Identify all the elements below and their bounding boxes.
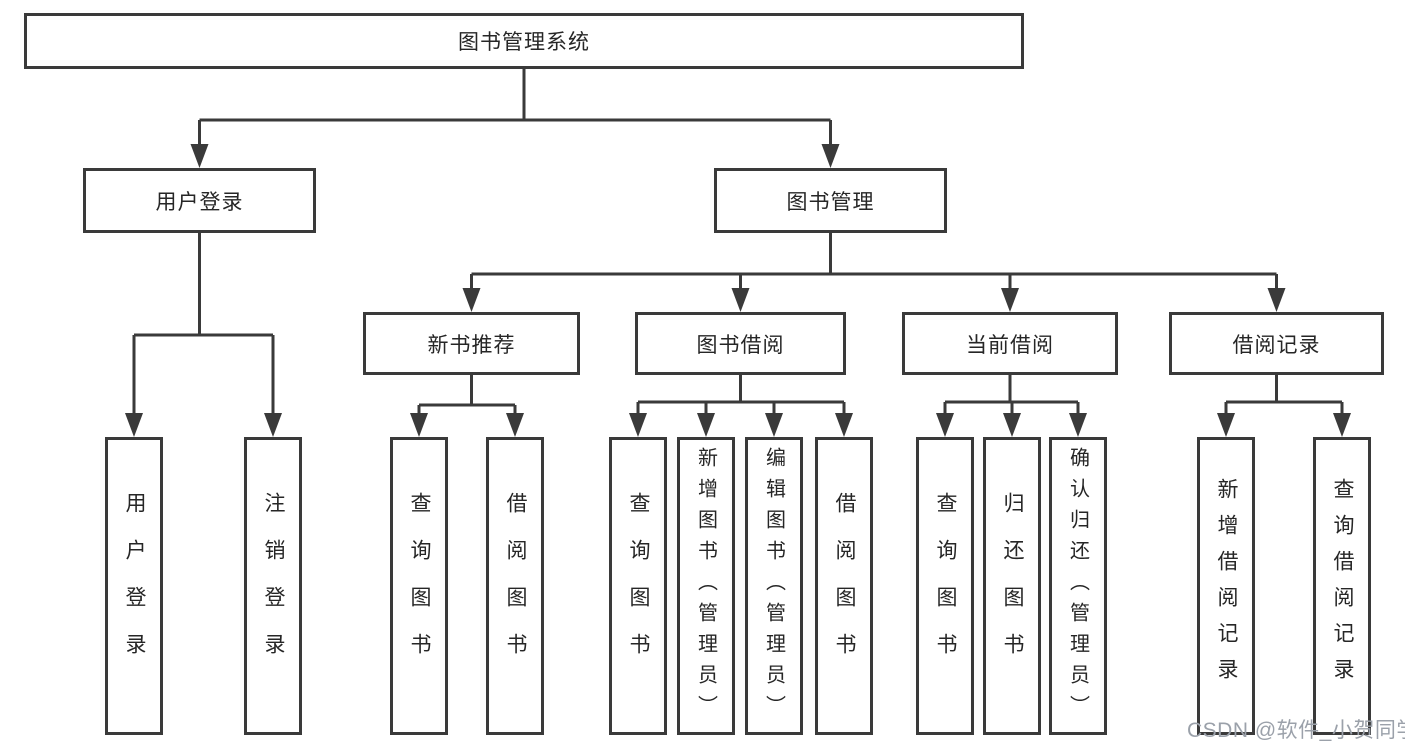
node-query-books-borrowing: 查询图书 — [609, 437, 667, 735]
node-label: 用户登录 — [155, 190, 244, 214]
node-edit-book-admin: 编辑图书（管理员） — [745, 437, 803, 735]
node-label: 借阅图书 — [504, 492, 527, 680]
node-borrow-books-borrowing: 借阅图书 — [815, 437, 873, 735]
node-borrow-books-recommend: 借阅图书 — [486, 437, 544, 735]
csdn-watermark: CSDN @软件_小贺同学 — [1187, 719, 1405, 742]
node-label: 新书推荐 — [427, 333, 516, 357]
node-add-book-admin: 新增图书（管理员） — [677, 437, 735, 735]
node-label: 图书管理 — [786, 190, 875, 214]
node-user-login-module: 用户登录 — [83, 168, 316, 233]
node-label: 借阅记录 — [1232, 333, 1321, 357]
node-label: 查询图书 — [627, 492, 650, 680]
node-query-borrow-record: 查询借阅记录 — [1313, 437, 1371, 735]
node-logout: 注销登录 — [244, 437, 302, 735]
node-label: 图书管理系统 — [458, 31, 590, 54]
node-root-system: 图书管理系统 — [24, 13, 1024, 69]
node-label: 查询借阅记录 — [1331, 478, 1354, 694]
node-label: 查询图书 — [408, 492, 431, 680]
node-label: 新增借阅记录 — [1215, 478, 1238, 694]
connector-new-books-to-leaves — [410, 375, 524, 437]
node-query-books-recommend: 查询图书 — [390, 437, 448, 735]
node-label: 查询图书 — [934, 492, 957, 680]
node-current-borrowing: 当前借阅 — [902, 312, 1118, 375]
node-book-borrowing: 图书借阅 — [635, 312, 846, 375]
node-label: 编辑图书（管理员） — [762, 446, 785, 726]
node-query-books-current: 查询图书 — [916, 437, 974, 735]
connector-root-to-level2 — [190, 69, 840, 168]
node-label: 归还图书 — [1001, 492, 1024, 680]
node-label: 图书借阅 — [696, 333, 785, 357]
node-book-management-module: 图书管理 — [714, 168, 947, 233]
connector-current-borrowing-to-leaves — [936, 375, 1087, 437]
node-borrow-records: 借阅记录 — [1169, 312, 1384, 375]
node-confirm-return-admin: 确认归还（管理员） — [1049, 437, 1107, 735]
node-new-book-recommend: 新书推荐 — [363, 312, 580, 375]
node-label: 确认归还（管理员） — [1066, 446, 1089, 726]
node-label: 当前借阅 — [966, 333, 1054, 357]
node-label: 借阅图书 — [833, 492, 856, 680]
node-label: 新增图书（管理员） — [694, 446, 717, 726]
connector-user-login-to-leaves — [125, 233, 282, 437]
connector-borrow-records-to-leaves — [1217, 375, 1351, 437]
node-add-borrow-record: 新增借阅记录 — [1197, 437, 1255, 735]
connector-book-management-to-level3 — [462, 233, 1286, 312]
node-label: 用户登录 — [123, 492, 146, 680]
node-return-books: 归还图书 — [983, 437, 1041, 735]
connector-book-borrowing-to-leaves — [629, 375, 853, 437]
node-label: 注销登录 — [262, 492, 285, 680]
node-user-login-action: 用户登录 — [105, 437, 163, 735]
